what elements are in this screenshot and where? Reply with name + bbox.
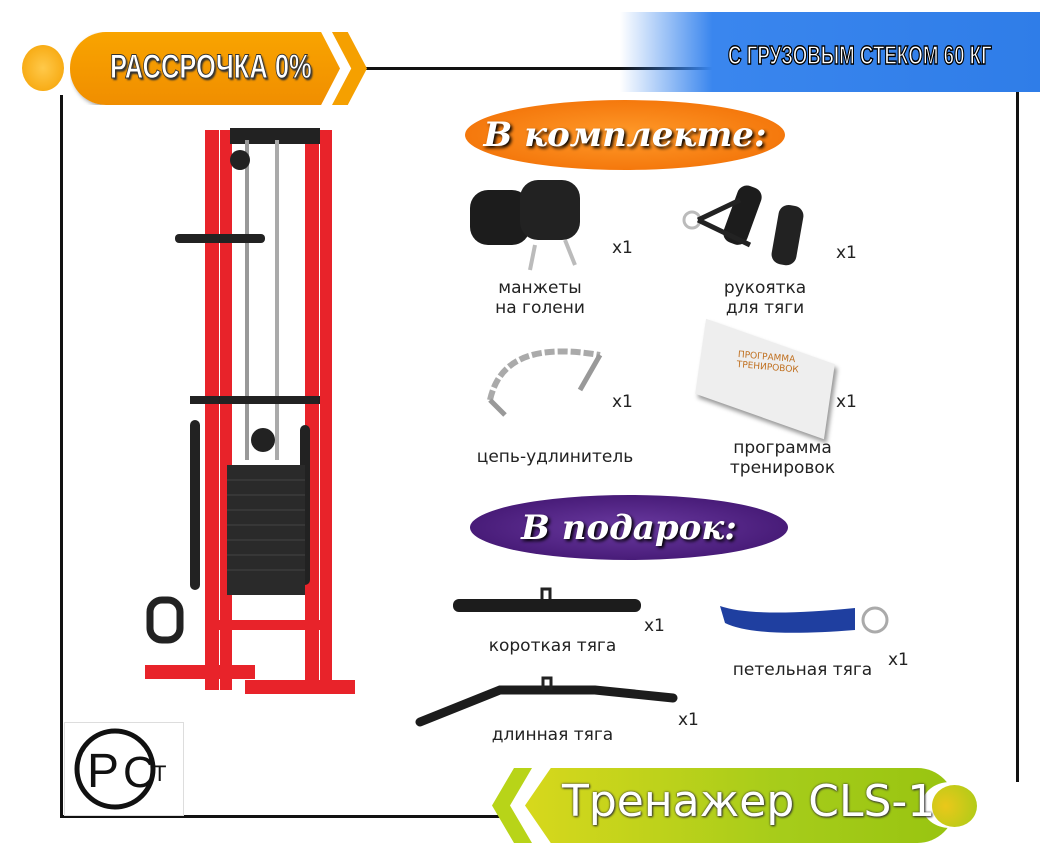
qty-handle: x1 <box>836 243 857 263</box>
short-bar-image <box>453 587 641 612</box>
included-heading: В комплекте: <box>465 100 785 170</box>
svg-text:P: P <box>87 745 119 798</box>
caption-line: рукоятка <box>723 278 807 298</box>
stack-label: С ГРУЗОВЫМ СТЕКОМ 60 КГ <box>727 39 992 71</box>
caption-line: манжеты <box>498 278 582 298</box>
green-dot-icon <box>932 785 977 827</box>
gift-heading: В подарок: <box>470 495 788 560</box>
training-book-image: ПРОГРАММА ТРЕНИРОВОК <box>695 318 835 440</box>
handle-image <box>682 185 804 266</box>
qty-cuffs: x1 <box>612 238 633 258</box>
caption-line: тренировок <box>729 458 836 478</box>
qty-short-bar: x1 <box>644 616 665 636</box>
svg-text:C: C <box>123 748 155 797</box>
qty-long-bar: x1 <box>678 710 699 730</box>
caption-loop-strap: петельная тяга <box>732 660 873 680</box>
orange-dot-icon <box>22 45 64 91</box>
caption-line: на голени <box>495 298 585 318</box>
ankle-cuffs-image <box>470 180 580 271</box>
qty-book: x1 <box>836 392 857 412</box>
caption-line: для тяги <box>725 298 805 318</box>
svg-text:T: T <box>153 761 166 786</box>
caption-chain: цепь-удлинитель <box>476 447 634 467</box>
loop-strap-image <box>720 606 889 634</box>
frame-left-line <box>60 95 63 817</box>
qty-loop-strap: x1 <box>888 650 909 670</box>
caption-short-bar: короткая тяга <box>488 636 617 656</box>
frame-bottom-line <box>60 815 500 818</box>
cable-machine-image <box>145 128 355 694</box>
product-title: Тренажер CLS-1 <box>562 776 936 827</box>
frame-right-line <box>1016 67 1019 782</box>
long-bar-image <box>415 676 678 727</box>
caption-long-bar: длинная тяга <box>491 725 614 745</box>
chain-image <box>487 348 603 417</box>
stack-banner <box>620 12 1040 92</box>
product-title-banner <box>525 768 955 843</box>
caption-line: программа <box>733 438 832 458</box>
installment-label: РАССРОЧКА 0% <box>110 48 312 87</box>
qty-chain: x1 <box>612 392 633 412</box>
book-cover-text: ПРОГРАММА ТРЕНИРОВОК <box>736 349 800 376</box>
installment-badge <box>70 32 340 105</box>
